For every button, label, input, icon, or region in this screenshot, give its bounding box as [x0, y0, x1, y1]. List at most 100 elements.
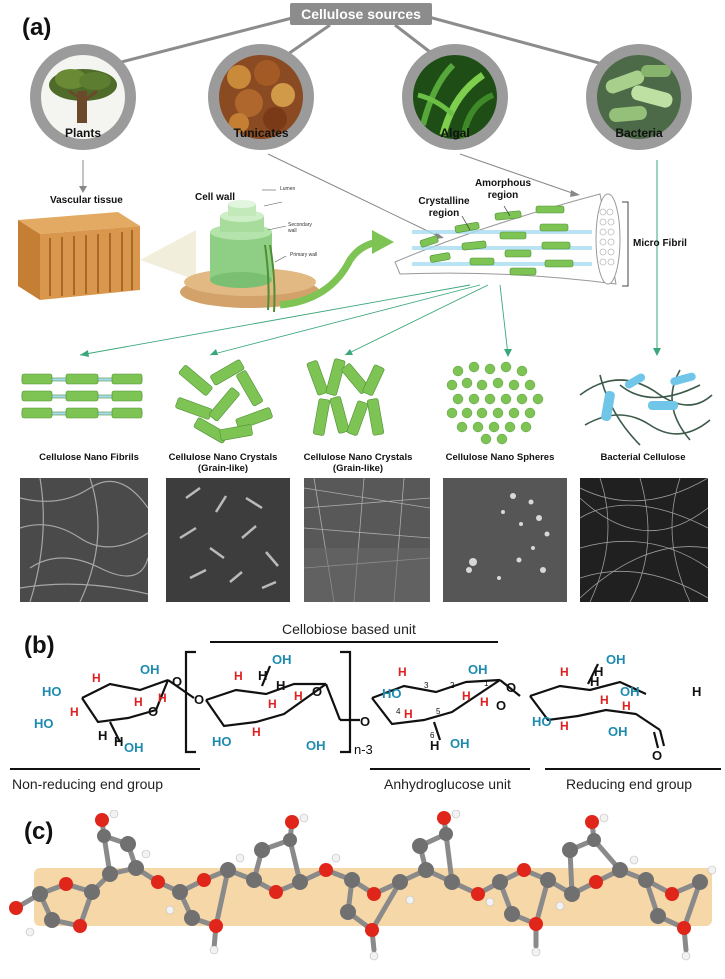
svg-text:4: 4 — [396, 707, 401, 716]
svg-text:HO: HO — [212, 734, 232, 749]
vascular-tissue-label: Vascular tissue — [50, 195, 123, 206]
anhydroglucose-unit-label: Anhydroglucose unit — [384, 776, 511, 792]
svg-text:H: H — [70, 705, 79, 719]
cellobiose-underline — [210, 641, 498, 643]
svg-text:HO: HO — [382, 686, 402, 701]
svg-text:O: O — [148, 704, 158, 719]
svg-text:H: H — [234, 669, 243, 683]
svg-text:H: H — [98, 728, 107, 743]
type-label-bacterial: Bacterial Cellulose — [600, 452, 686, 463]
cellobiose-unit-label: Cellobiose based unit — [282, 621, 416, 637]
cell-wall-illustration — [180, 189, 320, 313]
nanospheres-illustration — [446, 361, 544, 445]
tunicate-icon — [219, 55, 303, 139]
svg-text:5: 5 — [436, 707, 441, 716]
svg-text:H: H — [560, 719, 569, 733]
svg-text:H: H — [480, 695, 489, 709]
svg-text:H: H — [258, 668, 267, 683]
svg-text:O: O — [360, 714, 370, 729]
cellulose-chemical-structure: OH HO HO OH OH HO OH HO OH OH OH OH HO O… — [34, 650, 701, 760]
svg-text:H: H — [560, 665, 569, 679]
source-label-bacteria: Bacteria — [615, 126, 663, 140]
crystalline-region-label: Crystalline region — [418, 196, 470, 219]
svg-text:OH: OH — [620, 684, 640, 699]
non-reducing-bar — [10, 768, 200, 770]
svg-text:H: H — [134, 695, 143, 709]
panel-label-c: (c) — [24, 818, 54, 845]
sem-image-cns — [443, 478, 567, 602]
repeat-subscript: n-3 — [354, 742, 373, 757]
secondary-wall-label: Secondary wall — [288, 222, 312, 234]
svg-text:OH: OH — [124, 740, 144, 755]
flow-diagram — [18, 153, 661, 357]
svg-text:HO: HO — [34, 716, 54, 731]
type-label-cnf: Cellulose Nano Fibrils — [39, 452, 139, 463]
panel-label-a: (a) — [22, 14, 52, 41]
svg-text:H: H — [252, 725, 261, 739]
type-label-cnc-2: Cellulose Nano Crystals (Grain-like) — [303, 452, 413, 474]
svg-text:O: O — [172, 674, 182, 689]
svg-text:OH: OH — [468, 662, 488, 677]
source-plants: Plants — [30, 44, 136, 150]
svg-text:O: O — [496, 698, 506, 713]
lumen-label: Lumen — [280, 186, 296, 192]
svg-text:H: H — [268, 697, 277, 711]
svg-text:H: H — [114, 734, 123, 749]
sem-image-cnf — [20, 478, 148, 602]
nanocrystals-illustration-1 — [175, 359, 273, 444]
svg-text:HO: HO — [532, 714, 552, 729]
bacterial-cellulose-illustration — [579, 369, 713, 446]
svg-text:O: O — [312, 684, 322, 699]
svg-text:H: H — [692, 684, 701, 699]
type-label-cns: Cellulose Nano Spheres — [445, 452, 555, 463]
svg-text:H: H — [590, 674, 599, 689]
cellulose-sources-label: Cellulose sources — [290, 3, 432, 25]
svg-text:OH: OH — [272, 652, 292, 667]
non-reducing-end-label: Non-reducing end group — [12, 776, 163, 792]
reducing-end-label: Reducing end group — [566, 776, 693, 792]
nanocrystals-illustration-2 — [306, 358, 385, 436]
microfibril-illustration — [394, 193, 629, 287]
svg-text:OH: OH — [608, 724, 628, 739]
source-tunicates: Tunicates — [208, 44, 314, 150]
source-label-tunicates: Tunicates — [233, 126, 289, 140]
tree-icon — [41, 55, 125, 139]
svg-text:2: 2 — [450, 681, 455, 690]
svg-text:3: 3 — [424, 681, 429, 690]
svg-text:OH: OH — [450, 736, 470, 751]
svg-text:H: H — [294, 689, 303, 703]
source-algal: Algal — [402, 44, 508, 150]
sem-image-cnc-1 — [166, 478, 290, 602]
svg-text:O: O — [194, 692, 204, 707]
primary-wall-label: Primary wall — [290, 252, 318, 258]
svg-text:OH: OH — [606, 652, 626, 667]
micro-fibril-label: Micro Fibril — [633, 238, 687, 249]
nanofibrils-illustration — [21, 373, 143, 419]
source-label-algal: Algal — [440, 126, 470, 140]
svg-text:1: 1 — [484, 679, 489, 688]
panel-label-b: (b) — [24, 632, 55, 659]
svg-text:6: 6 — [430, 731, 435, 740]
nanotype-illustrations — [21, 358, 713, 446]
svg-text:H: H — [622, 699, 631, 713]
source-bacteria: Bacteria — [586, 44, 692, 150]
sem-image-bacterial — [580, 478, 708, 602]
svg-text:HO: HO — [42, 684, 62, 699]
anhydroglucose-bar — [370, 768, 530, 770]
algae-icon — [413, 55, 497, 139]
svg-text:H: H — [594, 664, 603, 679]
svg-text:H: H — [158, 691, 167, 705]
cell-wall-label: Cell wall — [195, 192, 236, 203]
vascular-tissue-block — [18, 212, 140, 300]
svg-text:H: H — [430, 738, 439, 753]
sem-image-cnc-2 — [304, 478, 430, 602]
bacteria-icon — [597, 55, 681, 139]
reducing-end-bar — [545, 768, 721, 770]
svg-text:H: H — [600, 693, 609, 707]
svg-text:H: H — [92, 671, 101, 685]
svg-text:O: O — [652, 748, 662, 760]
type-label-cnc-1: Cellulose Nano Crystals (Grain-like) — [168, 452, 278, 474]
ball-and-stick-model — [9, 810, 717, 961]
source-label-plants: Plants — [64, 126, 101, 140]
svg-text:H: H — [276, 678, 285, 693]
